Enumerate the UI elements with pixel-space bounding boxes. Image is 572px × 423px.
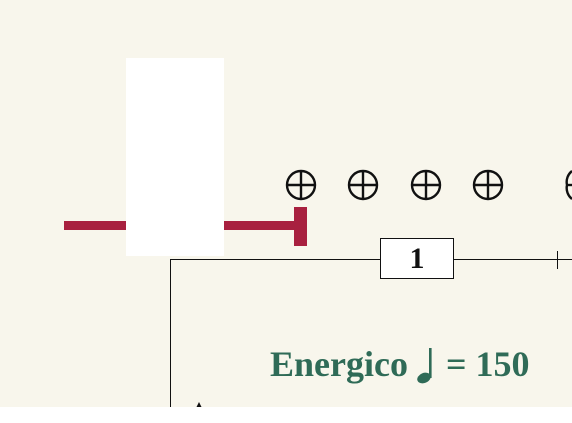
selection-bracket-end[interactable]: [294, 207, 307, 246]
tempo-word: Energico: [270, 344, 408, 384]
white-overlay-block: [126, 58, 224, 256]
caret-mark-icon: [196, 402, 202, 408]
tempo-value: = 150: [445, 344, 530, 384]
barline-tick: [557, 251, 558, 269]
bottom-strip: [0, 407, 572, 423]
tempo-marking[interactable]: Energico = 150: [270, 339, 530, 385]
crosshair-circle-icon[interactable]: [565, 169, 572, 201]
crosshair-circle-icon[interactable]: [410, 169, 442, 201]
staff-frame-top-line: [170, 259, 572, 260]
crosshair-circle-icon[interactable]: [285, 169, 317, 201]
selection-bracket-right[interactable]: [224, 221, 294, 230]
selection-bracket-left[interactable]: [64, 221, 126, 230]
staff-frame-left-line: [170, 259, 171, 407]
crosshair-circle-icon[interactable]: [347, 169, 379, 201]
crosshair-circle-icon[interactable]: [472, 169, 504, 201]
rehearsal-mark[interactable]: 1: [380, 238, 454, 279]
quarter-note-icon: [417, 348, 432, 384]
